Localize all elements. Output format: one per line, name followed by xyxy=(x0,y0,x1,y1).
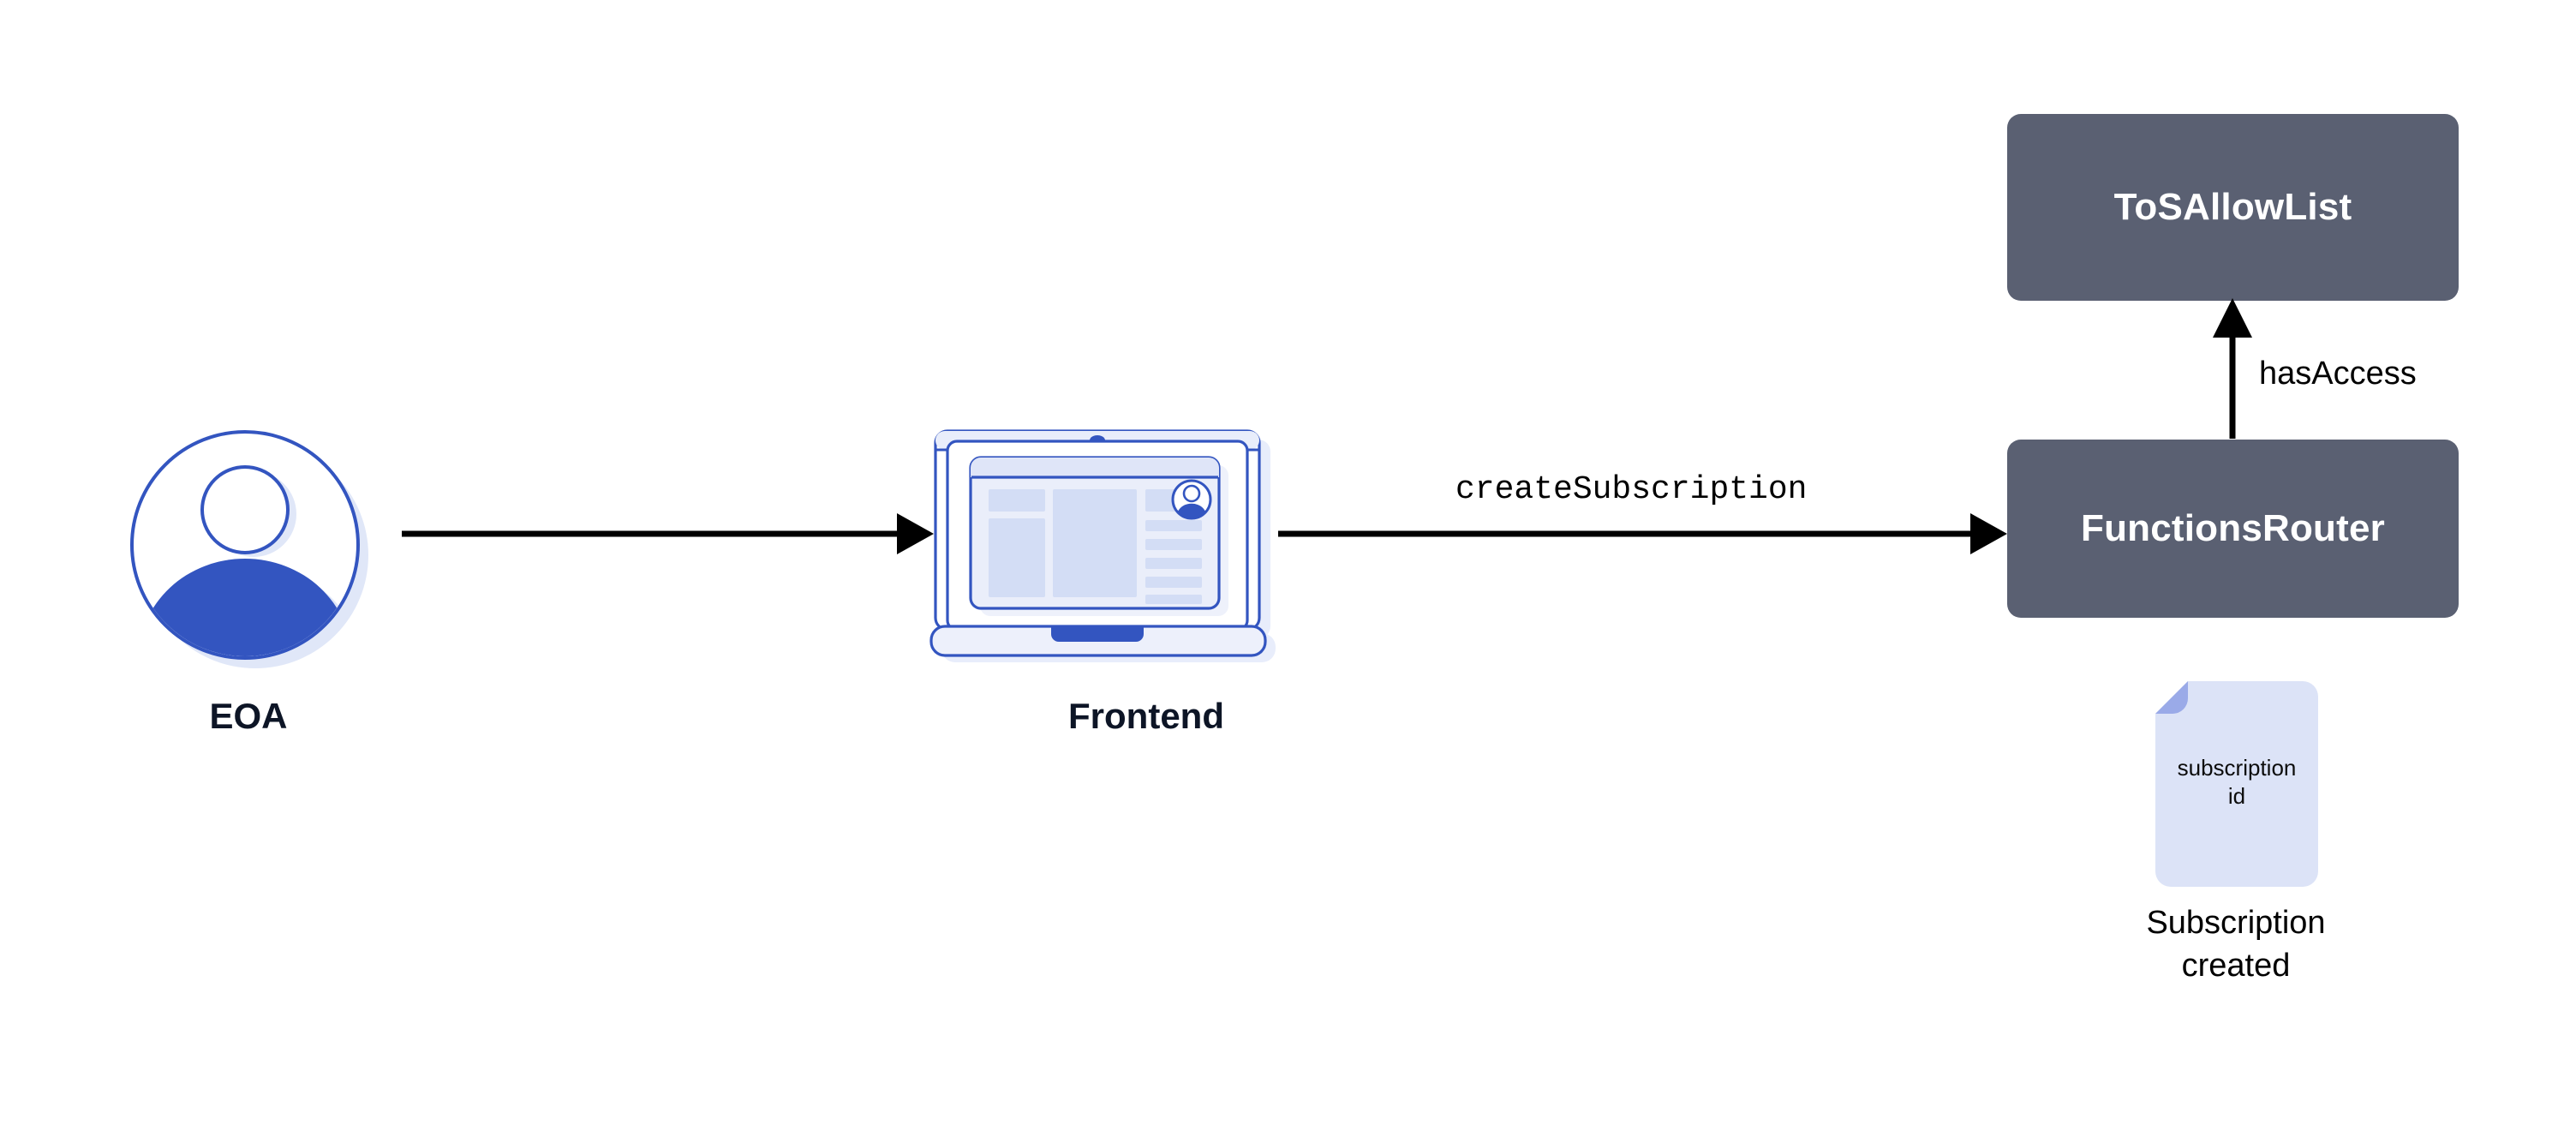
functions-router-node[interactable]: FunctionsRouter xyxy=(2007,440,2459,618)
subscription-doc-text: subscription id xyxy=(2155,754,2318,811)
tos-allow-list-node[interactable]: ToSAllowList xyxy=(2007,114,2459,301)
arrow-frontend-to-functions-router xyxy=(1278,513,2007,554)
subscription-doc-text-line1: subscription xyxy=(2177,755,2297,781)
document-file-icon xyxy=(2155,681,2318,887)
arrow-eoa-to-frontend xyxy=(402,513,934,554)
tos-allow-list-label: ToSAllowList xyxy=(2113,186,2352,228)
eoa-node[interactable] xyxy=(120,420,377,677)
frontend-node[interactable] xyxy=(921,424,1289,673)
screen-avatar-icon xyxy=(1171,479,1212,520)
subscription-created-caption: Subscription created xyxy=(2146,905,2326,984)
laptop-icon xyxy=(929,429,1276,662)
functions-router-label: FunctionsRouter xyxy=(2081,507,2385,549)
frontend-label: Frontend xyxy=(1068,696,1224,736)
subscription-doc-text-line2: id xyxy=(2227,783,2246,810)
arrow-functions-router-to-tos-allow-list xyxy=(2213,298,2252,439)
eoa-label: EOA xyxy=(209,696,288,736)
has-access-edge-label: hasAccess xyxy=(2259,356,2417,392)
create-subscription-edge-label: createSubscription xyxy=(1455,471,1808,508)
user-avatar-icon xyxy=(130,430,368,668)
subscription-doc-node[interactable] xyxy=(2155,681,2318,887)
